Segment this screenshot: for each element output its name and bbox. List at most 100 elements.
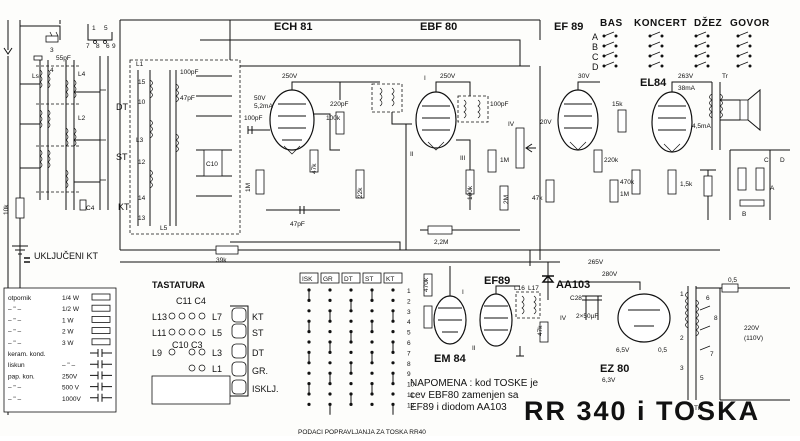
switch-contact [349, 371, 353, 375]
legend-item-label: liskun [8, 362, 25, 369]
switch-row-number: 9 [407, 371, 411, 378]
switch-row-number: 1 [407, 288, 411, 295]
voltage-263v: 263V [678, 73, 694, 80]
coil-label-l4: L4 [78, 71, 86, 78]
legend-resistor-symbol [91, 327, 111, 335]
tastatura-caps-top: C11 C4 [176, 296, 206, 306]
switch-contact [307, 330, 311, 334]
resistor-label-10k: 10k [3, 204, 10, 215]
el84-tube-envelope [651, 91, 693, 153]
aa103-diode: AA103 [541, 262, 590, 300]
legend-item-label: – " – [8, 340, 22, 347]
switch-contact [328, 319, 332, 323]
svg-text:7: 7 [86, 43, 90, 50]
switch-contact [307, 402, 311, 406]
switch-contact [307, 340, 311, 344]
ef89-low-tube-envelope [479, 293, 513, 347]
note-line-3: EF89 i diodom AA103 [410, 402, 507, 413]
switch-contact [349, 319, 353, 323]
tube-label-ef89-low: EF89 [484, 275, 510, 287]
switch-contact [328, 382, 332, 386]
cap-label-c4-left: C4 [86, 205, 95, 212]
switch-contact [307, 371, 311, 375]
switch-row-number: 3 [407, 309, 411, 316]
legend-item-label: – " – [8, 385, 22, 392]
coil-label-l16: L16 [514, 285, 525, 292]
tastatura-coil-l13: L13 [152, 312, 167, 322]
legend-item-label: – " – [8, 317, 22, 324]
switch-contact [391, 361, 395, 365]
switch-header-kt: KT [386, 276, 394, 283]
key-label-isklj: ISKLJ. [252, 384, 279, 394]
legend-item-value: 3 W [62, 340, 74, 347]
svg-text:12: 12 [138, 159, 146, 166]
svg-text:0,5: 0,5 [728, 277, 737, 284]
tube-label-em84: EM 84 [434, 353, 467, 365]
cap-label-elko: 2×50µF [576, 313, 598, 320]
resistor-1m-ech: 1M [245, 183, 252, 192]
resistor-22k-ech: 22k [357, 187, 364, 198]
voltage-20v: 20V [540, 119, 552, 126]
band-label-st: ST [116, 152, 128, 162]
switch-contact [391, 298, 395, 302]
tastatura-keys [231, 307, 247, 395]
supply-buses: 39k 2,2M 265V [119, 19, 720, 266]
switch-contact [349, 402, 353, 406]
svg-text:D: D [780, 157, 785, 164]
tone-row-a: A [592, 32, 598, 42]
switch-header-box-kt [383, 272, 403, 284]
cap-label-55pf: 55pF [56, 55, 71, 62]
tone-switch-dots [602, 34, 752, 68]
cap-100pf-ebf: 100pF [490, 101, 508, 108]
legend-item-label: pap. kon. [8, 373, 35, 380]
speaker-icon [739, 99, 749, 121]
resistor-2m: 2M [503, 195, 510, 204]
svg-text:15: 15 [138, 79, 146, 86]
legend-resistor-symbol [91, 304, 111, 312]
key-label-gr: GR. [252, 366, 268, 376]
svg-text:13: 13 [138, 215, 146, 222]
svg-text:9: 9 [112, 43, 116, 50]
resistor-470k: 470k [620, 179, 635, 186]
legend-item-value: 1/4 W [62, 295, 80, 302]
switch-contact [307, 361, 311, 365]
svg-text:5: 5 [104, 25, 108, 32]
switch-contact [370, 309, 374, 313]
tastatura-block: TASTATURA C11 C4 C10 C3 L13 L11 L9 L7 L5… [151, 280, 279, 405]
switch-contact [370, 330, 374, 334]
svg-text:7: 7 [710, 351, 714, 358]
switch-contact [370, 298, 374, 302]
voltage-265v: 265V [588, 259, 604, 266]
cap-label-100pf-osc: 100pF [180, 69, 198, 76]
output-transformer-label: Tr [722, 73, 729, 80]
svg-text:8: 8 [96, 43, 100, 50]
if-transformer-1 [340, 81, 412, 125]
current-4-5ma: 4,5mA [692, 123, 711, 130]
svg-text:14: 14 [138, 195, 146, 202]
resistor-39k: 39k [216, 257, 227, 264]
legend-item-value: – " – [62, 362, 76, 369]
legend-item-label: – " – [8, 396, 22, 403]
svg-text:1: 1 [680, 291, 684, 298]
legend-capacitor-symbol [90, 393, 112, 402]
coil-label-l3-osc: L3 [136, 137, 144, 144]
resistor-220k: 220k [604, 157, 619, 164]
switch-header-isk: ISK [302, 276, 313, 283]
switch-header-gr: GR [323, 276, 333, 283]
pin-ii-em84: II [472, 345, 476, 352]
resistor-47k-low: 47k [537, 325, 544, 336]
switch-contact [391, 392, 395, 396]
tone-header-koncert: KONCERT [634, 18, 687, 29]
resistor-1m-ebf: 1M [500, 157, 509, 164]
svg-text:4: 4 [50, 67, 54, 74]
voltage-250v-ebf80: 250V [440, 73, 456, 80]
tastatura-coil-l3: L3 [212, 348, 222, 358]
switch-row-number: 8 [407, 361, 411, 368]
tone-header-bas: BAS [600, 18, 623, 29]
volume-potentiometer: IV 20V 2M [499, 119, 552, 211]
legend-item-label: – " – [8, 306, 22, 313]
switch-contact [307, 392, 311, 396]
legend-item-value: 2 W [62, 329, 74, 336]
tone-header-dzez: DŽEZ [694, 16, 722, 29]
